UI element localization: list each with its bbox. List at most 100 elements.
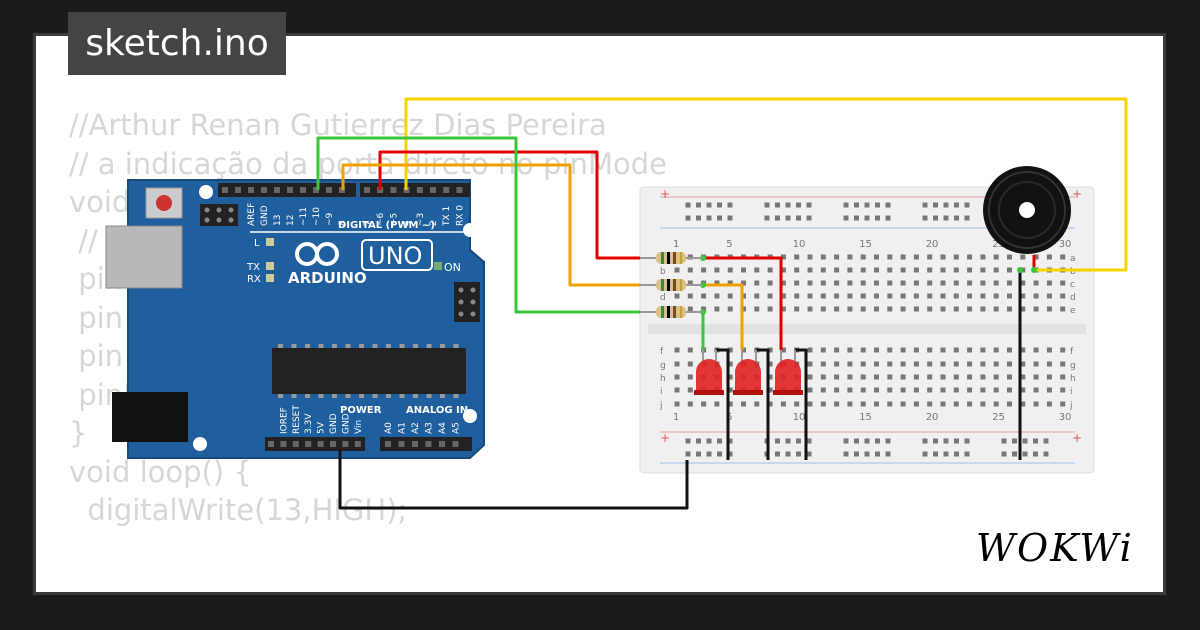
leds[interactable] (694, 350, 803, 395)
digital-pin-label: 13 (273, 215, 283, 226)
wire-yellow (404, 97, 1128, 272)
power-jack (112, 392, 188, 442)
column-number: 25 (992, 412, 1005, 423)
row-letter: e (1070, 306, 1076, 316)
code-line: //Arthur Renan Gutierrez Dias Pereira (69, 108, 607, 142)
row-letter: i (1070, 387, 1073, 397)
row-letter: c (1070, 280, 1075, 290)
wire-orange (341, 163, 640, 287)
code-line: // (69, 223, 98, 258)
column-number: 1 (673, 239, 679, 250)
column-number: 25 (992, 239, 1005, 250)
column-number: 20 (926, 239, 939, 250)
wokwi-logo: WOKWi (976, 526, 1134, 570)
digital-pin-label: ~9 (325, 212, 335, 226)
rail-plus-top-right: + (1072, 187, 1082, 201)
code-line: void (69, 185, 131, 219)
rail-plus-bottom: + (660, 431, 670, 445)
row-letter: g (660, 361, 666, 371)
code-line: pin (69, 339, 124, 373)
resistor-3 (640, 306, 703, 318)
digital-pin-label: RX 0 (455, 205, 465, 226)
code-line: } (69, 416, 88, 450)
digital-label: DIGITAL (PWM ~) (338, 220, 435, 231)
digital-pin-label: ~6 (376, 212, 386, 226)
row-letter: j (1069, 401, 1073, 411)
file-tab[interactable]: sketch.ino (68, 12, 286, 75)
column-number: 30 (1059, 412, 1072, 423)
led-3 (773, 350, 803, 395)
column-number: 1 (673, 412, 679, 423)
digital-pin-label: 8 (338, 220, 348, 226)
power-label: POWER (340, 405, 382, 416)
analog-pin-label: A0 (384, 422, 394, 434)
digital-pin-label: 12 (286, 215, 296, 226)
row-letter: f (660, 347, 664, 357)
power-header (265, 437, 365, 451)
row-letter: d (1070, 293, 1076, 303)
code-line: pin (69, 300, 124, 335)
arduino-logo (295, 242, 339, 266)
on-led (434, 262, 442, 270)
model-label: UNO (368, 242, 422, 270)
led-1 (694, 350, 724, 395)
column-number: 10 (793, 239, 806, 250)
row-letter: g (1070, 361, 1076, 371)
rail-plus-top: + (660, 187, 670, 201)
column-number: 10 (793, 412, 806, 423)
column-number: 5 (726, 239, 732, 250)
digital-pin-label: 2 (429, 220, 439, 226)
row-letter: a (1070, 254, 1076, 264)
l-led (266, 238, 274, 246)
analog-pin-label: A4 (438, 422, 448, 434)
digital-header-right (360, 183, 470, 197)
wire-led2-gnd (756, 348, 770, 460)
wire-red-led (703, 256, 783, 350)
row-letter: d (660, 293, 666, 303)
brand-label: ARDUINO (288, 269, 367, 287)
digital-pin-label: 7 (363, 220, 373, 226)
digital-pin-label: ~3 (416, 213, 426, 226)
power-pin-label: GND (329, 413, 339, 434)
analog-label: ANALOG IN (406, 405, 468, 416)
column-number: 20 (926, 412, 939, 423)
row-letter: h (660, 374, 666, 384)
power-pin-label: RESET (292, 405, 302, 434)
wires (316, 97, 1128, 510)
wire-green (316, 136, 640, 314)
column-number: 15 (859, 239, 872, 250)
digital-pin-label: ~5 (389, 213, 399, 226)
digital-pin-label: AREF (247, 203, 257, 226)
digital-pin-label: 4 (403, 220, 413, 226)
row-letter: j (659, 401, 663, 411)
l-label: L (254, 238, 260, 249)
row-letter: h (1070, 374, 1076, 384)
power-pin-label: 5V (317, 421, 327, 434)
code-line: digitalWrite(13,HIGH); (69, 493, 408, 527)
buzzer[interactable] (983, 166, 1071, 254)
power-pin-label: 3.3V (304, 413, 314, 434)
column-number: 15 (859, 412, 872, 423)
breadboard-labels: 115510101515202025253030aabbccddeeffgghh… (659, 239, 1076, 423)
rx-label: RX (247, 274, 261, 285)
column-number: 30 (1059, 239, 1072, 250)
row-letter: i (660, 387, 663, 397)
power-pin-label: Vin (354, 420, 364, 434)
analog-pin-label: A3 (425, 422, 435, 434)
led-2 (733, 350, 763, 395)
wire-orange-led (703, 283, 744, 350)
code-line: void loop() { (69, 454, 252, 489)
digital-pin-label: GND (260, 205, 270, 226)
wire-led1-gnd (716, 348, 730, 460)
microcontroller-chip (272, 348, 466, 394)
row-letter: f (1070, 347, 1074, 357)
analog-pin-label: A2 (411, 422, 421, 434)
digital-pin-label: TX 1 (442, 206, 452, 227)
rail-plus-bottom-right: + (1072, 431, 1082, 445)
power-pin-label: GND (341, 413, 351, 434)
on-label: ON (444, 261, 461, 274)
